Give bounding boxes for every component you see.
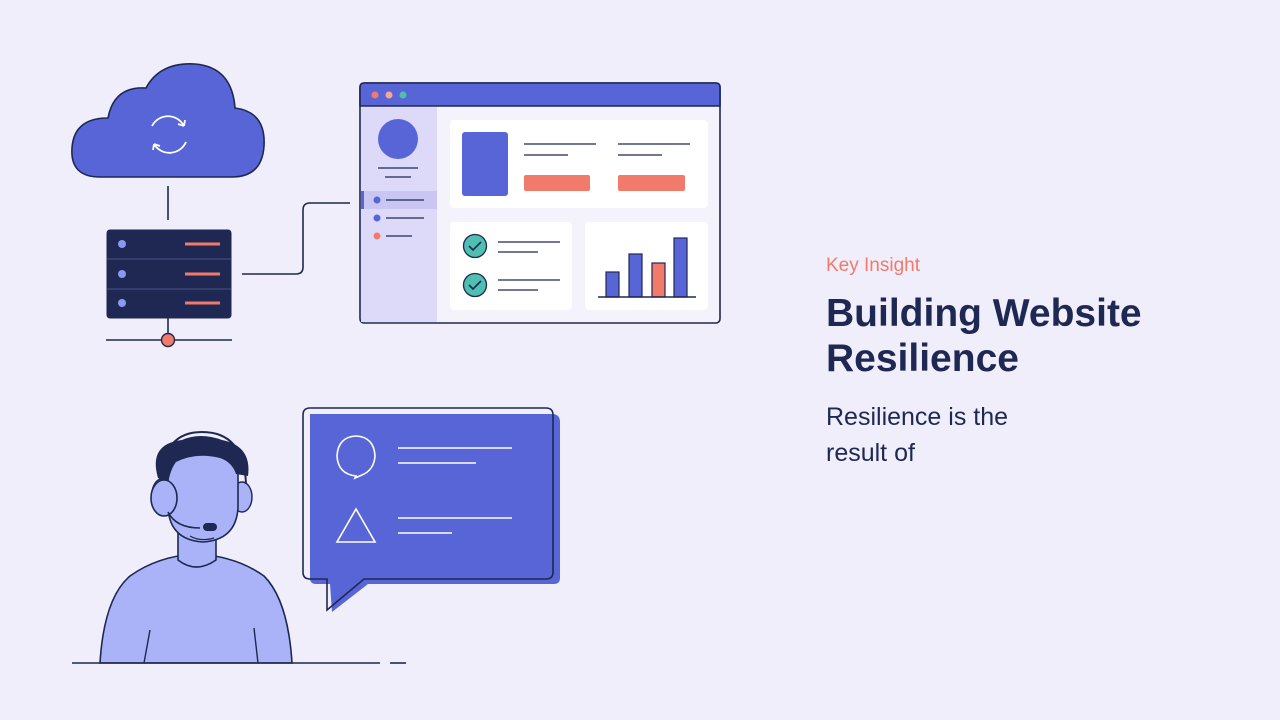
server-rack-icon xyxy=(106,229,232,348)
warning-triangle-icon xyxy=(335,507,377,543)
browser-dashboard-icon xyxy=(359,82,721,324)
speech-bubble-icon xyxy=(336,435,376,480)
illustration xyxy=(71,63,721,664)
bar-chart-icon xyxy=(585,222,708,310)
text-panel: Key Insight Building Website Resilience … xyxy=(826,255,1246,471)
check-icon xyxy=(462,272,488,298)
eyebrow-label: Key Insight xyxy=(826,255,920,276)
check-icon xyxy=(462,233,488,259)
cloud-sync-icon xyxy=(71,63,265,178)
support-agent-headset-icon xyxy=(99,430,293,664)
chat-bubble-icon xyxy=(302,407,560,612)
body-text: Resilience is the result of xyxy=(826,403,1009,467)
page-title: Building Website Resilience xyxy=(826,292,1142,380)
